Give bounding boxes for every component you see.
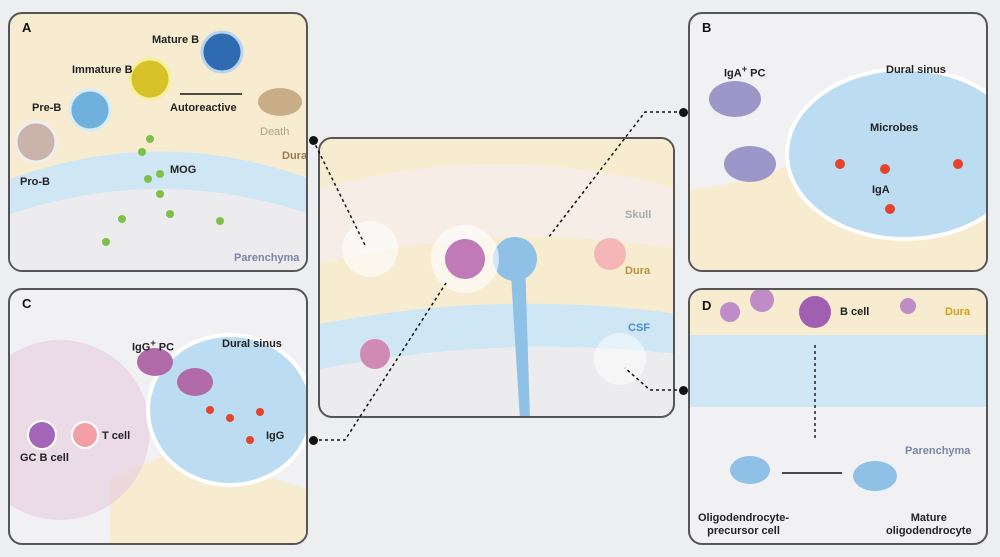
igg-pc-label: IgG+ PC	[132, 338, 174, 354]
opc-cell	[730, 456, 770, 484]
panel-b-illustration	[690, 67, 986, 270]
pro-b-label: Pro-B	[20, 176, 50, 188]
panel-b-tag: B	[702, 20, 712, 35]
panel-d-tag: D	[702, 298, 712, 313]
panel-c-tag: C	[22, 296, 32, 311]
connector-dot	[309, 136, 318, 145]
panel-c: C IgG+ PC Dural sinus T cell GC B cell I…	[8, 288, 308, 545]
dura-label: Dura	[945, 306, 971, 318]
panel-d: D B cell Dura Parenchyma Oligodendrocyte…	[688, 288, 988, 545]
center-panel: Skull Dura CSF	[318, 137, 675, 418]
csf-bubble	[594, 333, 646, 385]
panel-a-tag: A	[22, 20, 32, 35]
mature-b-label: Mature B	[152, 34, 200, 46]
bridging-vessel	[510, 259, 530, 416]
iga-pc-suffix: PC	[747, 67, 766, 80]
igg-plasma-cell	[177, 368, 213, 396]
b-cell-cluster	[342, 221, 398, 277]
meninges-illustration	[320, 139, 673, 416]
immature-b-cell	[128, 57, 172, 101]
igg-pc-sup: +	[150, 338, 156, 348]
mature-b-cell	[200, 30, 244, 74]
panel-a-illustration	[10, 30, 306, 270]
death-label: Death	[260, 126, 290, 138]
autoreactive-label: Autoreactive	[170, 102, 237, 114]
vessel-bulb	[493, 237, 537, 281]
pro-b-cell	[14, 120, 58, 164]
iga-pc-label: IgA+ PC	[724, 64, 765, 80]
mog-label: MOG	[170, 164, 197, 176]
dural-sinus-label: Dural sinus	[886, 64, 946, 76]
igg-pc-text: IgG	[132, 341, 151, 354]
skull-label: Skull	[625, 209, 652, 221]
iga-plasma-cell	[709, 81, 761, 117]
connector-dot	[679, 108, 688, 117]
cell-cluster	[360, 339, 390, 369]
dura-label: Dura	[625, 265, 651, 277]
mog-particles	[102, 135, 224, 246]
b-cell-label: B cell	[840, 306, 870, 318]
t-cell	[71, 421, 99, 449]
igg-label: IgG	[266, 430, 285, 442]
gc-b-cell-label: GC B cell	[20, 452, 69, 464]
microbes-label: Microbes	[870, 122, 919, 134]
mature-oligodendrocyte-label: Mature oligodendrocyte	[886, 512, 972, 537]
panel-c-illustration	[10, 333, 306, 543]
dead-cell	[258, 88, 302, 116]
immature-b-label: Immature B	[72, 64, 133, 76]
iga-pc-sup: +	[741, 64, 748, 74]
dural-sinus-label: Dural sinus	[222, 338, 282, 350]
t-cell-label: T cell	[102, 430, 131, 442]
pink-cell	[594, 238, 626, 270]
connector-dot	[309, 436, 318, 445]
panel-a: A Mature B Immature B Pre-B Pro-B Autore…	[8, 12, 308, 272]
igg-plasma-cell	[137, 348, 173, 376]
pre-b-cell	[68, 88, 112, 132]
mature-oligodendrocyte-cell	[853, 461, 897, 491]
opc-label: Oligodendrocyte- precursor cell	[698, 512, 790, 537]
connector-dot	[679, 386, 688, 395]
iga-pc-text: IgA	[724, 67, 742, 80]
panel-d-illustration	[690, 290, 986, 491]
gc-b-cell	[27, 420, 57, 450]
parenchyma-label: Parenchyma	[234, 252, 300, 264]
dural-sinus	[785, 67, 986, 241]
pre-b-label: Pre-B	[32, 102, 62, 114]
parenchyma-label: Parenchyma	[905, 445, 971, 457]
panel-b: B IgA+ PC Dural sinus Microbes IgA	[688, 12, 988, 272]
csf-label: CSF	[628, 322, 650, 334]
dura-label: Dura	[282, 150, 308, 162]
iga-label: IgA	[872, 184, 890, 196]
igg-pc-suffix: PC	[155, 341, 175, 354]
iga-plasma-cell	[724, 146, 776, 182]
